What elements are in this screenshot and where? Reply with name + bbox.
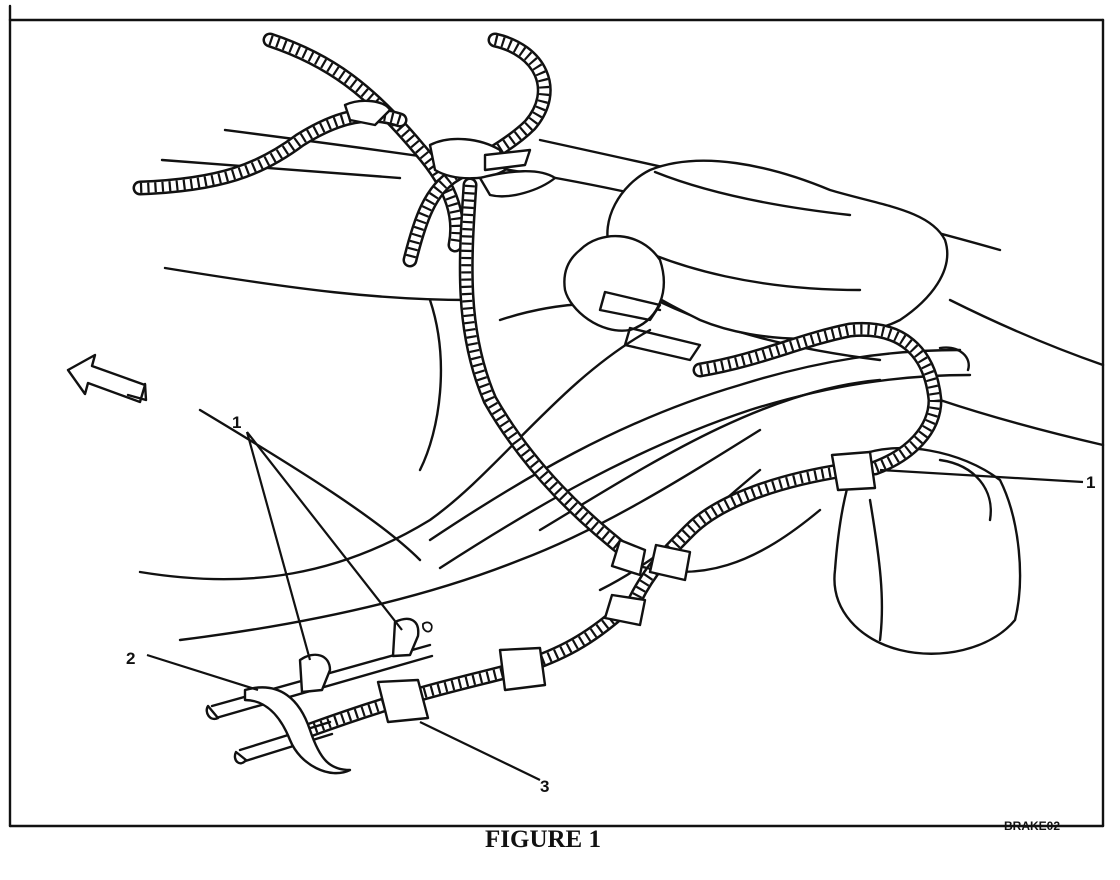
figure-code: BRAKE02 [1004,819,1061,833]
callout-3: 3 [540,777,549,796]
figure-caption: FIGURE 1 [485,826,601,853]
leader-lines [146,431,1084,781]
hose-clips [243,99,877,775]
figure-frame [8,4,1105,828]
callout-1-left: 1 [232,413,241,432]
forward-arrow-icon [66,353,148,404]
callout-1-right: 1 [1086,473,1095,492]
differential-housing [563,159,1022,655]
frame-rail [428,346,972,570]
brake-hoses [132,32,943,738]
callout-2: 2 [126,649,135,668]
